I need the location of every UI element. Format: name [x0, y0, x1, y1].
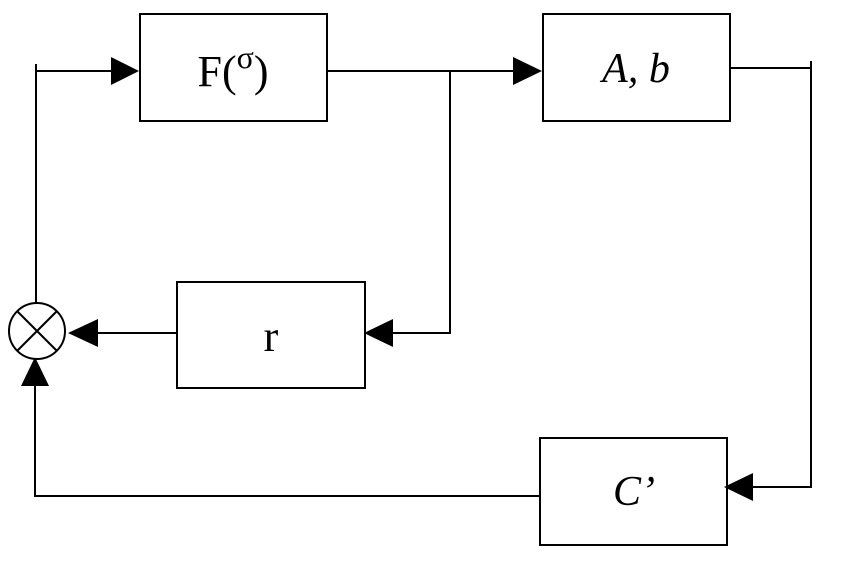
- arrowhead-into-junction-bottom: [21, 357, 49, 386]
- block-output-label: C’: [613, 469, 655, 515]
- wire-c-to-junction: [34, 384, 540, 497]
- sigma-symbol: σ: [237, 39, 254, 75]
- summing-junction-icon: [8, 302, 66, 360]
- wire-branch-to-r: [391, 71, 451, 334]
- nonlinearity-prefix: F(: [197, 47, 236, 96]
- arrowhead-into-r: [364, 319, 393, 347]
- block-plant: A, b: [542, 13, 731, 122]
- arrowhead-into-c: [724, 473, 753, 501]
- arrowhead-into-plant: [513, 57, 542, 85]
- nonlinearity-suffix: ): [254, 47, 269, 96]
- block-nonlinearity-label: F(σ): [197, 39, 268, 96]
- wire-plant-to-c: [730, 67, 812, 488]
- block-plant-label: A, b: [599, 46, 670, 92]
- arrowhead-into-junction-right: [68, 319, 98, 347]
- block-output-c: C’: [539, 437, 728, 546]
- block-nonlinearity: F(σ): [139, 13, 328, 122]
- wire-junction-to-f: [35, 70, 112, 305]
- block-feedback-label: r: [264, 312, 279, 361]
- arrowhead-into-f: [111, 57, 139, 85]
- block-feedback-r: r: [176, 281, 366, 389]
